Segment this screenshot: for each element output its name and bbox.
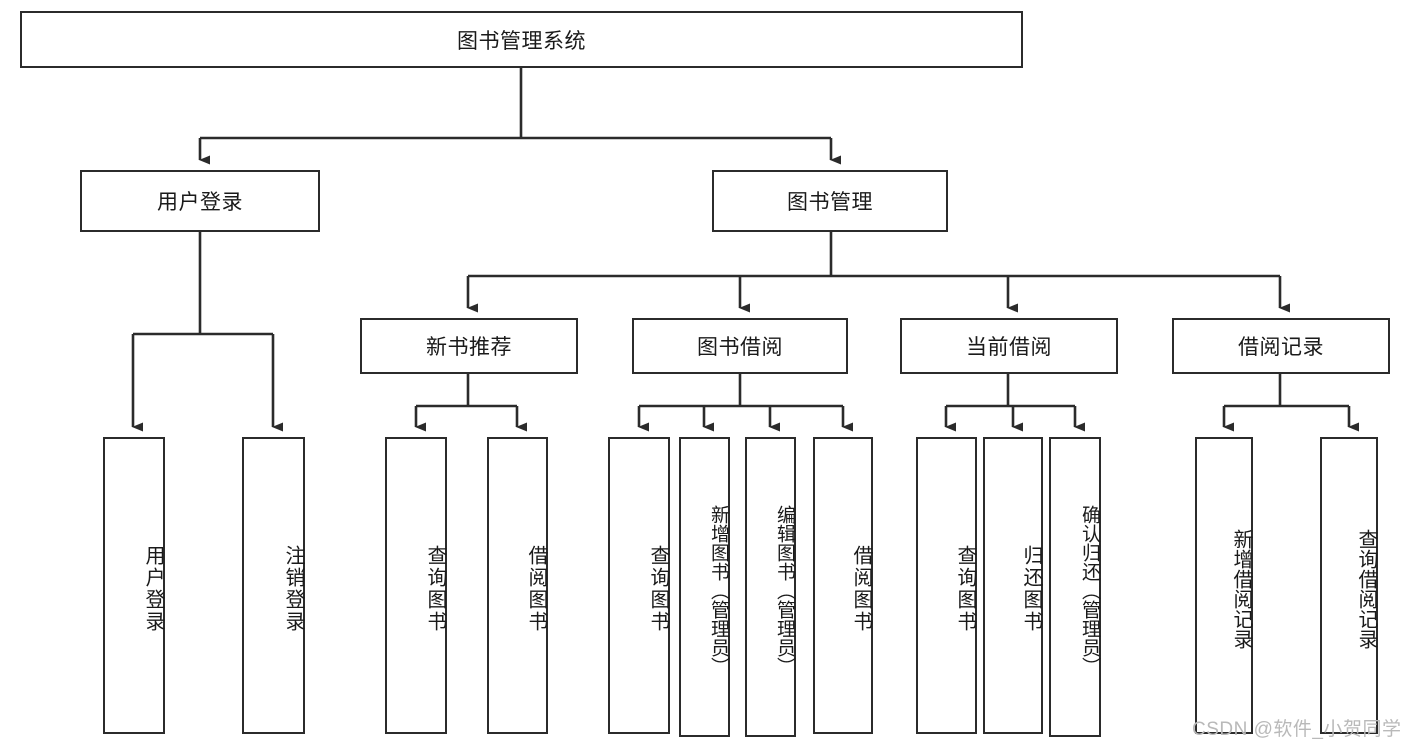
node-borrow-record-label: 借阅记录 <box>1238 336 1324 359</box>
node-current-borrow[interactable]: 当前借阅 <box>900 318 1118 374</box>
node-current-borrow-label: 当前借阅 <box>966 336 1052 359</box>
node-leaf-query-book-3[interactable]: 查询图书 <box>916 437 977 734</box>
node-root-label: 图书管理系统 <box>457 29 586 53</box>
node-leaf-user-logout-label: 注销登录 <box>282 544 304 633</box>
node-new-book-recommend[interactable]: 新书推荐 <box>360 318 578 374</box>
node-leaf-add-book-admin[interactable]: 新增图书（管理员） <box>679 437 730 737</box>
csdn-watermark: CSDN @软件_小贺同学 <box>1192 719 1402 740</box>
node-borrow-record[interactable]: 借阅记录 <box>1172 318 1390 374</box>
node-book-manage[interactable]: 图书管理 <box>712 170 948 232</box>
node-leaf-query-book-3-label: 查询图书 <box>954 544 976 633</box>
node-leaf-return-book-label: 归还图书 <box>1020 544 1042 633</box>
node-leaf-add-borrow-record-label: 新增借阅记录 <box>1230 528 1252 649</box>
node-new-book-recommend-label: 新书推荐 <box>426 336 512 359</box>
node-user-login[interactable]: 用户登录 <box>80 170 320 232</box>
node-book-manage-label: 图书管理 <box>787 191 873 214</box>
node-leaf-confirm-return-admin[interactable]: 确认归还（管理员） <box>1049 437 1101 737</box>
node-leaf-edit-book-admin-label: 编辑图书（管理员） <box>774 504 795 676</box>
node-leaf-add-borrow-record[interactable]: 新增借阅记录 <box>1195 437 1253 734</box>
node-leaf-return-book[interactable]: 归还图书 <box>983 437 1043 734</box>
node-leaf-borrow-book-2-label: 借阅图书 <box>850 544 872 633</box>
node-leaf-borrow-book-1-label: 借阅图书 <box>525 544 547 633</box>
node-leaf-user-login-label: 用户登录 <box>142 544 164 633</box>
node-leaf-borrow-book-2[interactable]: 借阅图书 <box>813 437 873 734</box>
node-book-borrow[interactable]: 图书借阅 <box>632 318 848 374</box>
node-leaf-query-borrow-record[interactable]: 查询借阅记录 <box>1320 437 1378 734</box>
node-leaf-user-login[interactable]: 用户登录 <box>103 437 165 734</box>
node-leaf-add-book-admin-label: 新增图书（管理员） <box>708 504 729 676</box>
node-leaf-query-book-1-label: 查询图书 <box>424 544 446 633</box>
node-root[interactable]: 图书管理系统 <box>20 11 1023 68</box>
node-book-borrow-label: 图书借阅 <box>697 336 783 359</box>
node-leaf-edit-book-admin[interactable]: 编辑图书（管理员） <box>745 437 796 737</box>
node-leaf-query-book-2[interactable]: 查询图书 <box>608 437 670 734</box>
node-leaf-query-book-2-label: 查询图书 <box>647 544 669 633</box>
node-leaf-query-borrow-record-label: 查询借阅记录 <box>1355 528 1377 649</box>
node-user-login-label: 用户登录 <box>157 191 243 214</box>
node-leaf-confirm-return-admin-label: 确认归还（管理员） <box>1079 504 1100 676</box>
node-leaf-user-logout[interactable]: 注销登录 <box>242 437 305 734</box>
node-leaf-query-book-1[interactable]: 查询图书 <box>385 437 447 734</box>
node-leaf-borrow-book-1[interactable]: 借阅图书 <box>487 437 548 734</box>
